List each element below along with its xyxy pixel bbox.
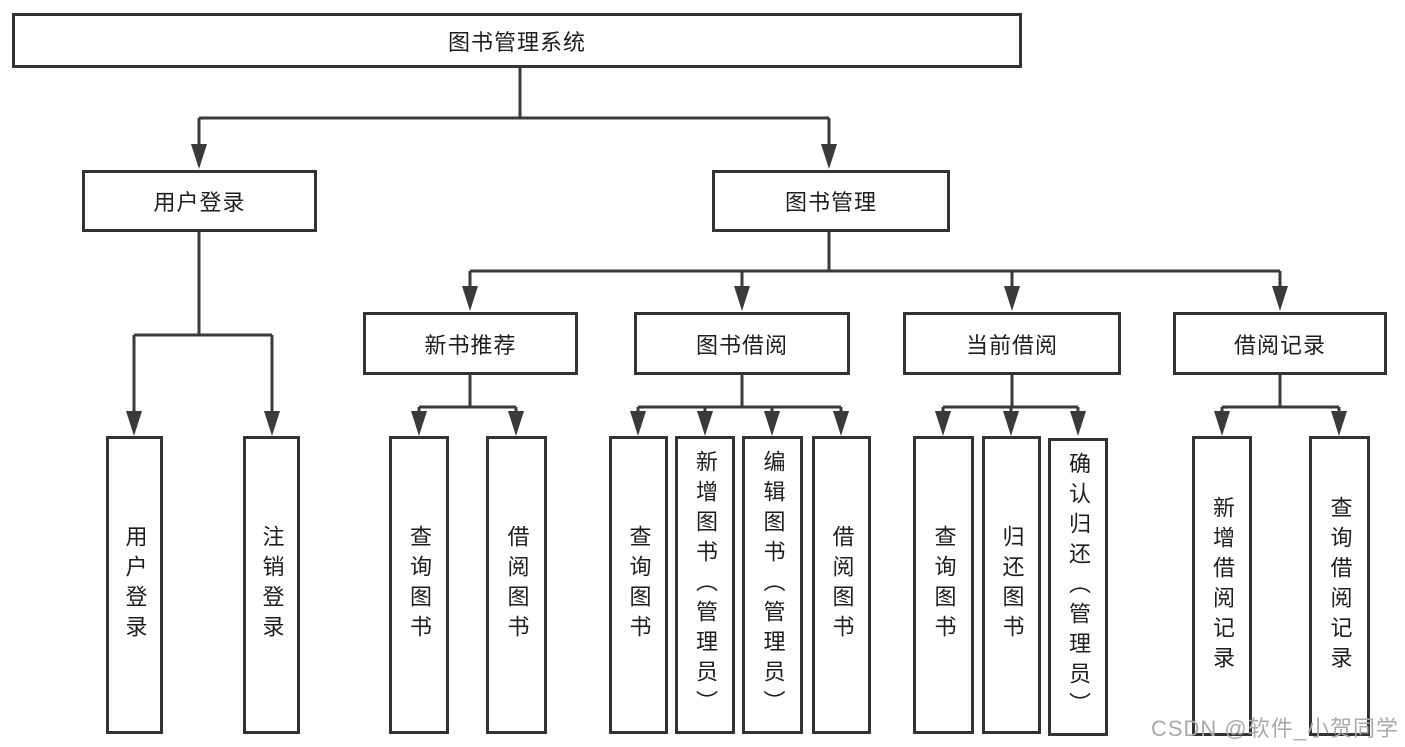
connector-line xyxy=(1220,375,1341,412)
leaf-label: 新增借阅记录 xyxy=(1210,496,1235,676)
node-new-book-recommendation: 新书推荐 xyxy=(363,312,578,375)
leaf-logout-login: 注销登录 xyxy=(243,436,300,734)
arrowhead-icon xyxy=(764,411,780,436)
node-user-login-label: 用户登录 xyxy=(153,190,246,215)
leaf-records-add-borrow-record: 新增借阅记录 xyxy=(1192,436,1252,736)
arrowhead-icon xyxy=(264,411,280,436)
connector-line xyxy=(941,375,1080,412)
leaf-user-login: 用户登录 xyxy=(106,436,163,734)
leaf-current-confirm-return-admin: 确认归还（管理员） xyxy=(1048,438,1108,736)
leaf-label: 借阅图书 xyxy=(504,525,530,645)
node-user-login: 用户登录 xyxy=(82,170,317,232)
arrowhead-icon xyxy=(1070,411,1086,436)
leaf-label: 编辑图书（管理员） xyxy=(760,450,786,720)
node-book-management-label: 图书管理 xyxy=(784,190,877,215)
leaf-label: 注销登录 xyxy=(259,525,285,645)
connector-line xyxy=(132,232,274,412)
arrowhead-icon xyxy=(1272,286,1288,311)
leaf-label: 查询图书 xyxy=(931,525,957,645)
leaf-label: 新增图书（管理员） xyxy=(693,450,718,720)
leaf-records-query-borrow-record: 查询借阅记录 xyxy=(1309,436,1370,736)
node-borrowing-records: 借阅记录 xyxy=(1173,312,1387,375)
arrowhead-icon xyxy=(697,411,713,436)
leaf-current-return-books: 归还图书 xyxy=(982,436,1041,734)
leaf-recommend-query-books: 查询图书 xyxy=(389,436,449,734)
arrowhead-icon xyxy=(1214,411,1230,436)
connector-user-login-to-leaves xyxy=(126,232,280,436)
connector-current-borrowing-to-leaves xyxy=(935,375,1086,436)
leaf-current-query-books: 查询图书 xyxy=(913,436,974,734)
watermark-text: CSDN @软件_小贺同学 xyxy=(1150,716,1399,741)
node-root-label: 图书管理系统 xyxy=(447,29,586,55)
arrowhead-icon xyxy=(935,411,951,436)
connector-book-borrowing-to-leaves xyxy=(630,375,849,436)
arrowhead-icon xyxy=(821,144,837,169)
leaf-borrowing-edit-books-admin: 编辑图书（管理员） xyxy=(742,436,803,734)
leaf-label: 用户登录 xyxy=(122,525,148,645)
arrowhead-icon xyxy=(462,286,478,311)
node-root: 图书管理系统 xyxy=(12,13,1022,68)
node-book-management: 图书管理 xyxy=(712,170,950,232)
arrowhead-icon xyxy=(630,411,646,436)
leaf-borrowing-add-books-admin: 新增图书（管理员） xyxy=(675,436,735,734)
leaf-label: 查询图书 xyxy=(407,525,432,645)
leaf-label: 查询借阅记录 xyxy=(1327,496,1353,676)
connector-book-management-to-level3 xyxy=(462,232,1288,311)
leaf-recommend-borrow-books: 借阅图书 xyxy=(486,436,547,734)
leaf-label: 确认归还（管理员） xyxy=(1066,452,1091,722)
leaf-label: 借阅图书 xyxy=(829,525,855,645)
arrowhead-icon xyxy=(1003,411,1019,436)
connector-line xyxy=(636,375,843,412)
connector-root-to-level2 xyxy=(191,68,837,169)
arrowhead-icon xyxy=(1004,286,1020,311)
leaf-borrowing-borrow-books: 借阅图书 xyxy=(812,436,871,734)
arrowhead-icon xyxy=(508,411,524,436)
arrowhead-icon xyxy=(126,411,142,436)
arrowhead-icon xyxy=(411,411,427,436)
connector-line xyxy=(197,68,831,146)
node-book-borrowing-label: 图书借阅 xyxy=(695,332,788,358)
leaf-label: 归还图书 xyxy=(999,525,1025,645)
arrowhead-icon xyxy=(734,286,750,311)
leaf-borrowing-query-books: 查询图书 xyxy=(609,436,668,734)
arrowhead-icon xyxy=(833,411,849,436)
connector-borrowing-records-to-leaves xyxy=(1214,375,1347,436)
node-borrowing-records-label: 借阅记录 xyxy=(1233,332,1326,358)
leaf-label: 查询图书 xyxy=(626,525,652,645)
node-new-book-recommendation-label: 新书推荐 xyxy=(424,332,517,358)
connector-line xyxy=(468,232,1282,288)
node-current-borrowing: 当前借阅 xyxy=(903,312,1121,375)
arrowhead-icon xyxy=(191,144,207,169)
connector-line xyxy=(417,375,518,412)
node-current-borrowing-label: 当前借阅 xyxy=(965,332,1058,358)
arrowhead-icon xyxy=(1331,411,1347,436)
connector-new-book-recommendation-to-leaves xyxy=(411,375,524,436)
node-book-borrowing: 图书借阅 xyxy=(634,312,850,375)
